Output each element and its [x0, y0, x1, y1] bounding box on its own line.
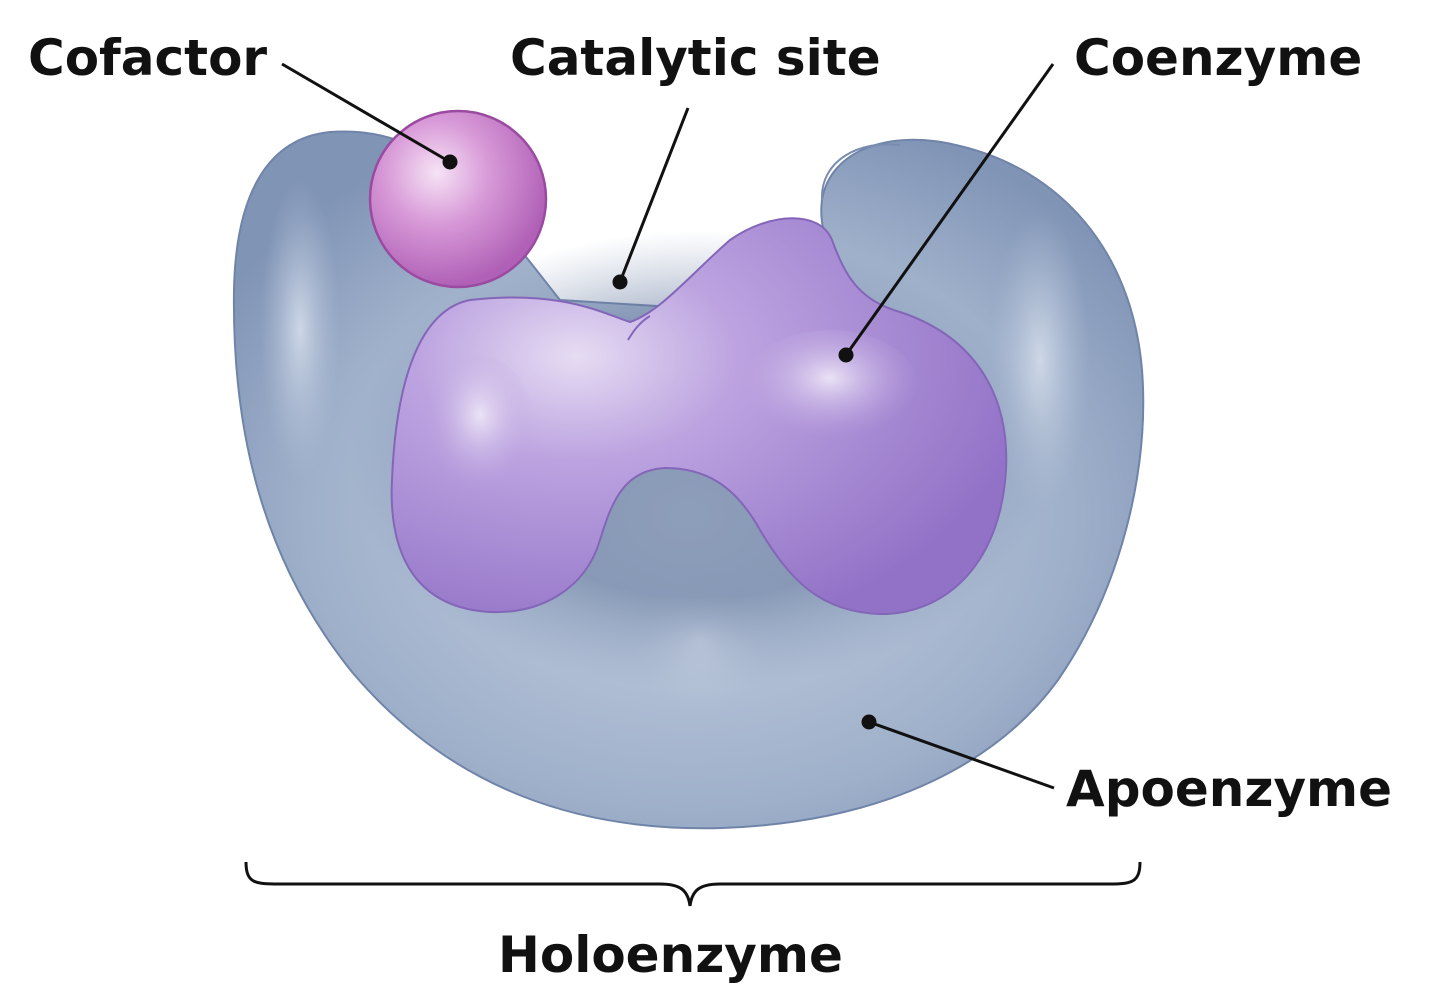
cofactor-label: Cofactor [28, 29, 268, 87]
holoenzyme-label: Holoenzyme [498, 926, 843, 984]
apoenzyme-shape [232, 130, 1145, 830]
apoenzyme-leader [868, 720, 1055, 790]
holoenzyme-brace [244, 861, 1142, 907]
coenzyme-dot [838, 347, 854, 363]
apoenzyme-dot [861, 714, 877, 730]
coenzyme-label: Coenzyme [1074, 29, 1363, 87]
cofactor-dot [442, 154, 458, 170]
catalytic-site-leader [618, 107, 690, 283]
leader-lines [281, 62, 1055, 790]
coenzyme-leader [844, 63, 1055, 356]
apoenzyme-label: Apoenzyme [1066, 760, 1393, 818]
catalytic-site-dot [612, 274, 628, 290]
cofactor-leader [281, 62, 451, 164]
catalytic-site-label: Catalytic site [510, 29, 881, 87]
coenzyme-shape [390, 217, 1008, 616]
cofactor-shape [368, 109, 548, 289]
